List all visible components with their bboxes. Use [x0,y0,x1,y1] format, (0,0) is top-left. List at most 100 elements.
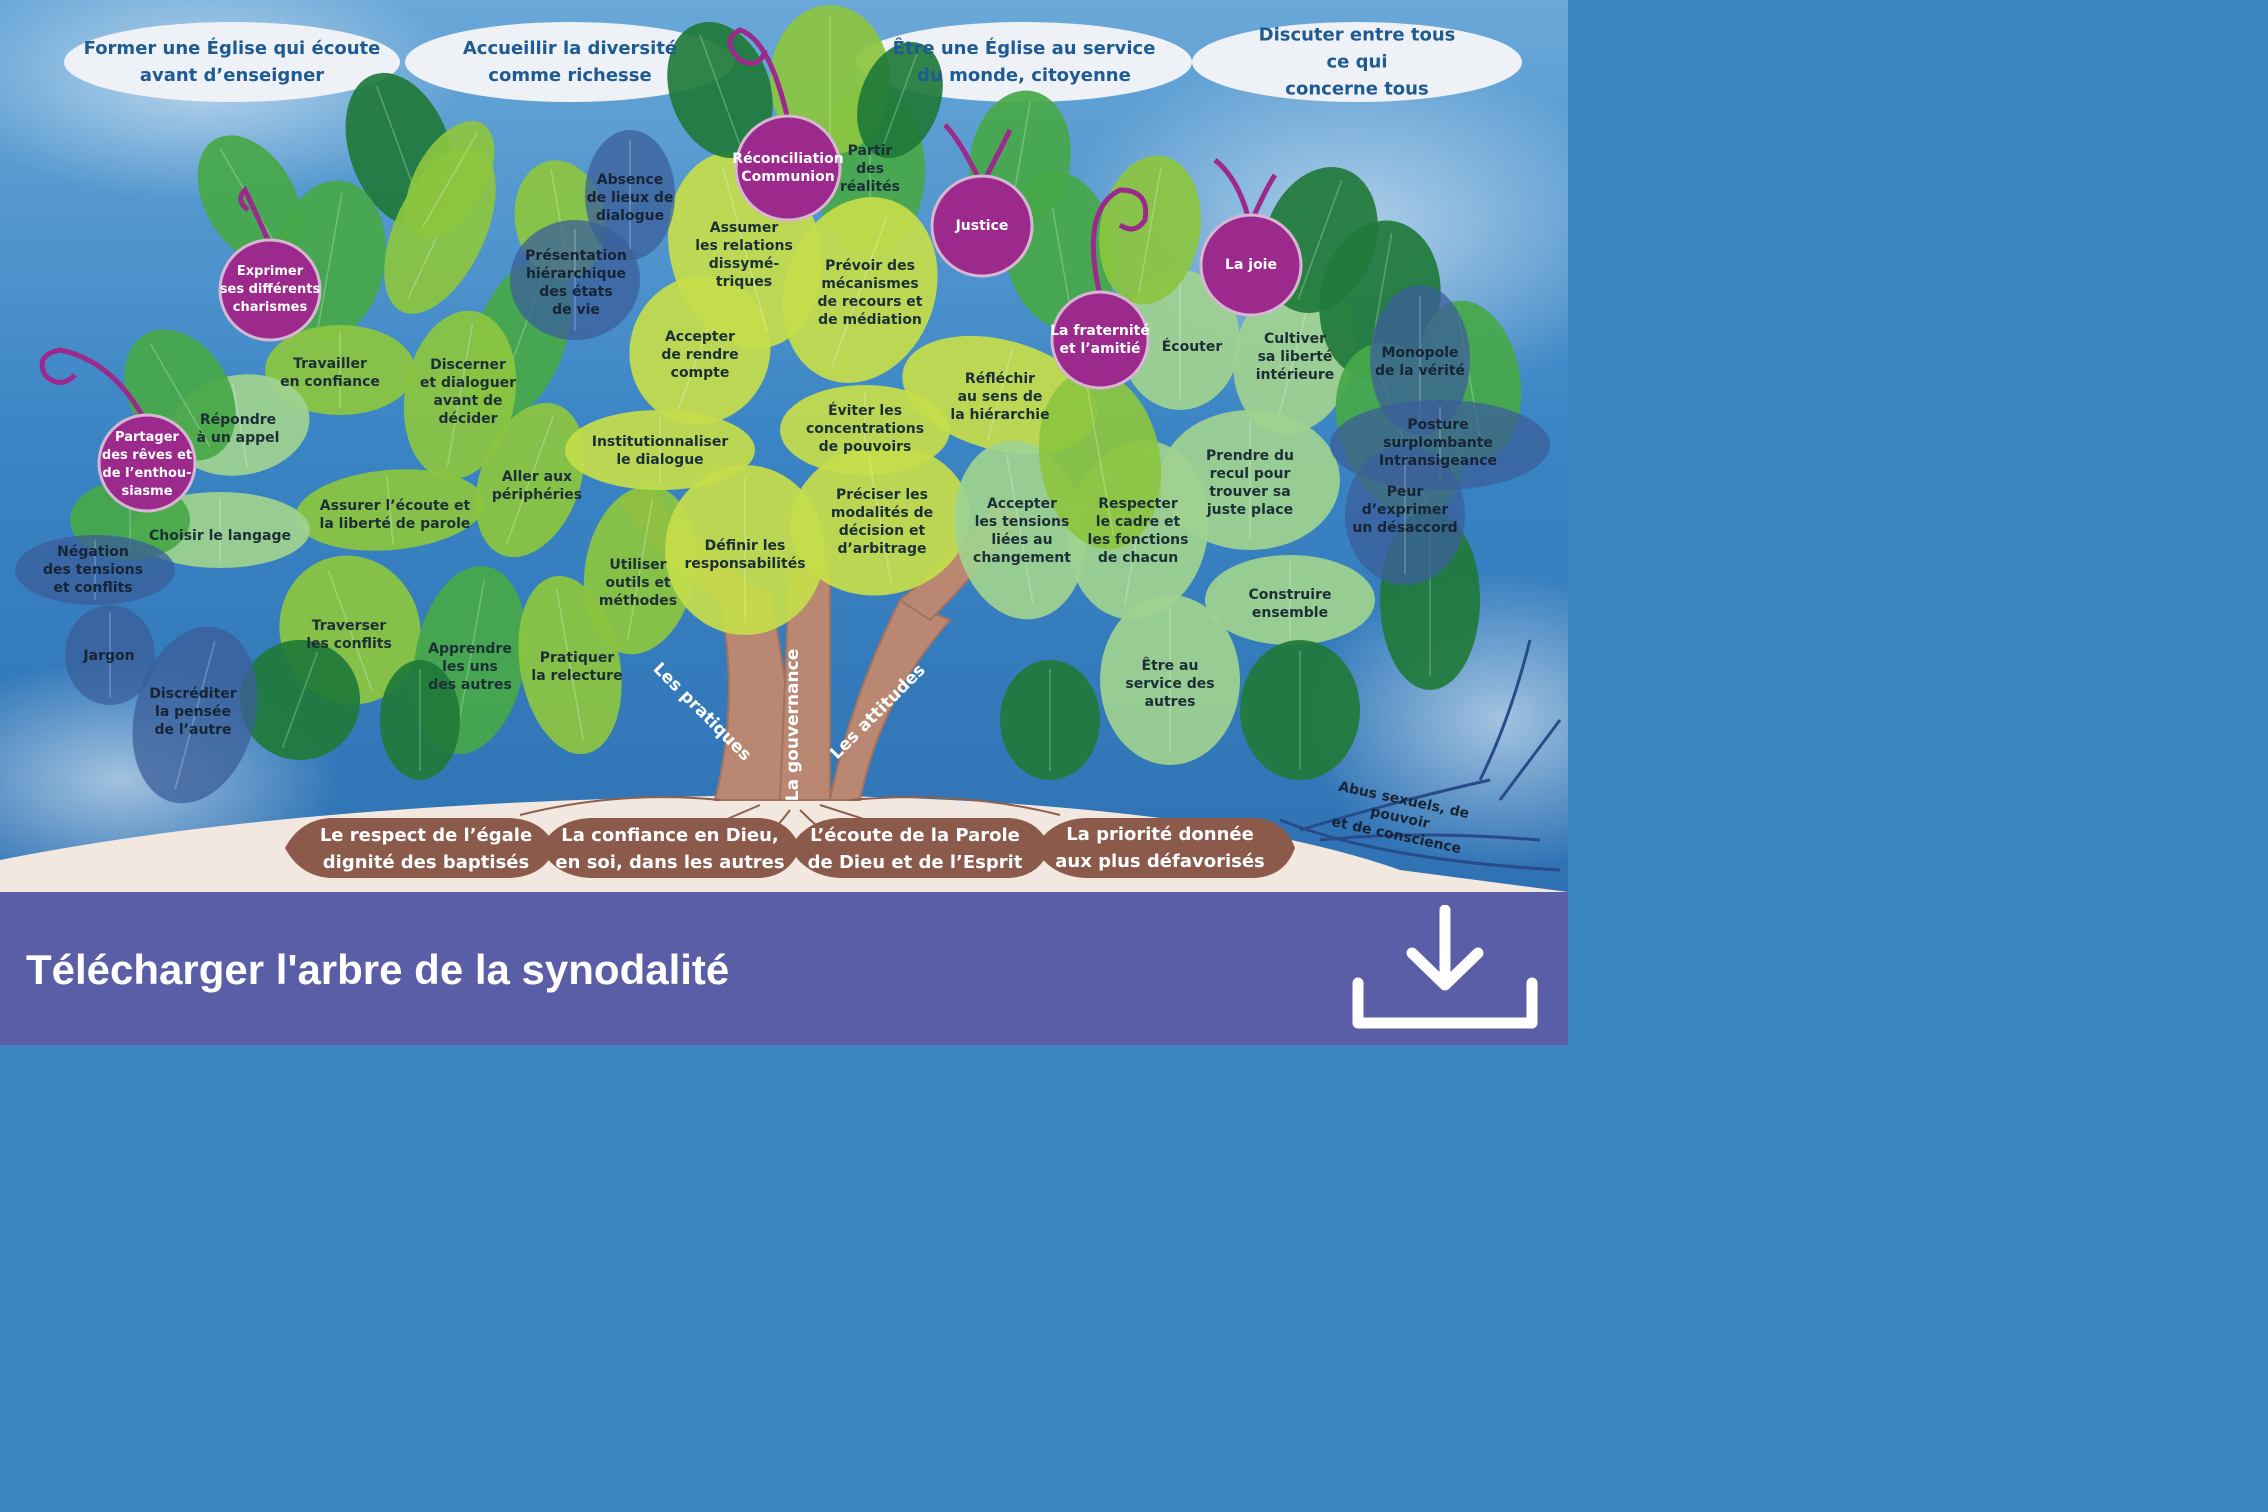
fruit-justice: Justice [955,218,1009,234]
obstacle-label: Présentation hiérarchique des états de v… [525,248,627,318]
leaf-label: Définir les responsabilités [684,538,806,572]
synodality-tree-illustration [0,0,1568,892]
leaf-vein [626,498,654,642]
leaf-label: Construire ensemble [1248,587,1332,621]
obstacle-label: Absence de lieux de dialogue [586,172,674,224]
leaf [403,310,517,480]
leaf-label: Prévoir des mécanismes de recours et de … [817,258,923,328]
leaf-label: Accepter les tensions liées au changemen… [973,496,1071,566]
leaf-label: Choisir le langage [149,528,291,544]
obstacle-leaf [15,535,175,605]
leaf [667,22,773,158]
canopy-leaves [15,5,1550,804]
leaf [1000,660,1100,780]
leaf-vein [386,476,394,544]
leaf [1120,270,1240,410]
leaf-vein [722,167,768,333]
leaf-vein [421,131,479,229]
leaf-label: Être au service des autres [1125,658,1215,710]
leaf-vein [231,383,249,467]
leaf-vein [174,640,216,790]
obstacle-label: Monopole de la vérité [1374,345,1466,379]
goal-diversity: Accueillir la diversité comme richesse [462,38,678,86]
leaf [565,410,755,490]
leaf-label: Accepter de rendre compte [661,329,739,381]
root-trust: La confiance en Dieu, en soi, dans les a… [555,825,785,873]
leaf-label: Institutionnaliser le dialogue [591,434,729,468]
leaf [265,325,415,415]
root-priority-poor: La priorité donnée aux plus défavorisés [1055,824,1265,872]
leaf-label: Travailler en confiance [280,356,380,390]
leaf [405,121,495,239]
leaf-label: Cultiver sa liberté intérieure [1255,331,1335,383]
leaf-label: Utiliser outils et méthodes [598,557,678,609]
leaf-label: Partir des réalités [840,143,900,195]
fruit-circles [97,114,1303,513]
leaf-vein [555,589,585,741]
goal-service-church: Être une Église au service du monde, cit… [892,38,1156,86]
leaf-label: Traverser les conflits [306,618,392,652]
download-banner[interactable] [0,892,1568,1045]
leaf-vein [987,349,1013,441]
leaf-label: Pratiquer la relecture [531,650,623,684]
download-banner-title[interactable]: Télécharger l'arbre de la synodalité [26,946,730,993]
fruit-reconciliation: Réconciliation Communion [732,151,844,185]
leaf [1240,640,1360,780]
fruit-joy: La joie [1225,257,1277,273]
leaf-vein [881,51,919,149]
leaf-vein [1297,179,1343,301]
obstacle-leaf [65,605,155,705]
root-bands [285,818,1295,878]
leaf [380,660,460,780]
goal-listening-church: Former une Église qui écoute avant d’ens… [83,38,381,86]
leaf-vein [281,651,319,749]
leaf-label: Respecter le cadre et les fonctions de c… [1087,496,1189,566]
leaf-vein [1005,454,1035,606]
obstacle-leaf [1370,285,1470,435]
leaf-label: Assurer l’écoute et la liberté de parole [319,498,471,532]
leaf-vein [327,569,373,691]
obstacle-label: Discréditer la pensée de l’autre [149,686,237,738]
leaf [240,640,360,760]
leaf [518,575,622,755]
obstacle-leaf [1345,445,1465,585]
obstacle-leaf [510,220,640,340]
obstacle-label: Posture surplombante Intransigeance [1378,417,1498,469]
fruit-fraternity: La fraternité et l’amitié [1050,323,1150,357]
leaf-vein [831,213,889,367]
fruit-charisms: Exprimer ses différents charismes [219,264,321,315]
leaf-vein [698,33,742,147]
leaf-label: Préciser les modalités de décision et d’… [830,487,934,557]
obstacle-label: Jargon [83,648,135,664]
leaf-label: Discerner et dialoguer avant de décider [419,357,517,427]
leaf [665,465,825,635]
root-listening-word: L’écoute de la Parole de Dieu et de l’Es… [807,825,1023,873]
obstacle-leaf [585,130,675,260]
root-equal-dignity: Le respect de l’égale dignité des baptis… [319,825,533,873]
leaf [1100,595,1240,765]
obstacle-label: Peur d’exprimer un désaccord [1352,484,1458,536]
leaf-vein [455,580,485,740]
obstacle-label: Négation des tensions et conflits [43,544,143,596]
leaf [1205,555,1375,645]
leaf [1038,370,1162,550]
fruit-dreams: Partager des rêves et de l’enthou- siasm… [101,430,193,499]
dead-branch [1279,639,1562,872]
goal-discuss-together: Discuter entre tous ce qui concerne tous [1258,24,1456,100]
leaf-label: Écouter [1161,339,1223,355]
leaf [295,469,485,551]
leaf-label: Assumer les relations dissymé- triques [695,220,793,290]
leaf-vein [1085,384,1115,536]
tree-trunk [618,488,1022,801]
leaf-label: Prendre du recul pour trouver sa juste p… [1206,448,1294,518]
leaf [475,402,585,558]
leaf-label: Éviter les concentrations de pouvoirs [805,403,925,455]
goal-ellipses [64,22,1522,102]
leaf [857,41,943,159]
leaf-vein [149,343,211,447]
leaf-label: Réfléchir au sens de la hiérarchie [950,371,1050,423]
download-icon[interactable] [1350,905,1540,1035]
leaf-label: Aller aux périphéries [491,469,583,503]
leaf-vein [868,457,892,583]
obstacle-leaf [132,626,258,804]
